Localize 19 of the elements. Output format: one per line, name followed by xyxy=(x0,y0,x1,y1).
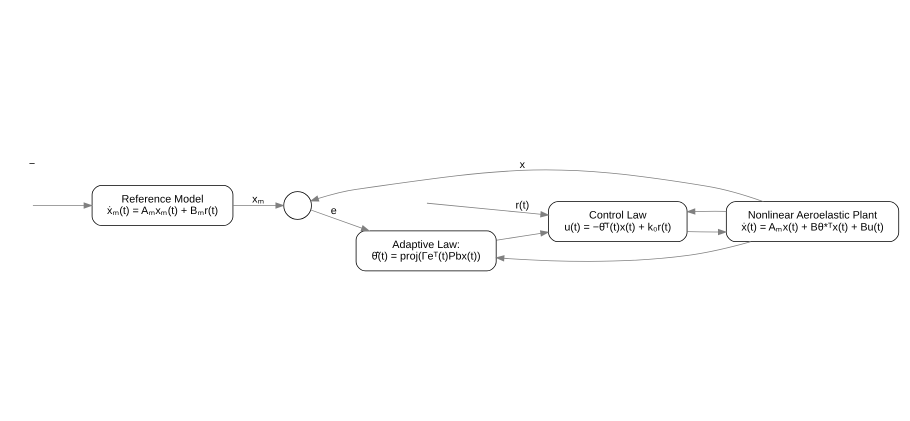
edge-label: e xyxy=(330,205,337,218)
label: − xyxy=(28,158,36,170)
edge-label: r(t) xyxy=(515,200,530,212)
node-box: Nonlinear Aeroelastic Plant ẋ(t) = Aₘx(t) + Bθ*ᵀx(t) + Bu(t) xyxy=(726,201,900,242)
arrow xyxy=(426,202,550,218)
node-box: Reference Model ẋₘ(t) = Aₘxₘ(t) + Bₘr(t) xyxy=(92,185,234,226)
arrow xyxy=(310,210,370,232)
arrow xyxy=(32,202,93,209)
arrow xyxy=(495,241,751,262)
arrow xyxy=(496,230,550,241)
arrow xyxy=(310,170,764,202)
arrow xyxy=(232,202,285,209)
arrow xyxy=(686,228,728,236)
edge-label: xₘ xyxy=(252,194,265,206)
arrow xyxy=(686,208,726,215)
node-box: Adaptive Law: θ̂̇(t) = proj(Γeᵀ(t)Pbx(t)) xyxy=(356,230,497,272)
node-circle xyxy=(283,191,312,220)
edge-label: x xyxy=(520,158,526,171)
node-box: Control Law u(t) = −θ̂ᵀ(t)x(t) + k₀r(t) xyxy=(548,201,688,242)
